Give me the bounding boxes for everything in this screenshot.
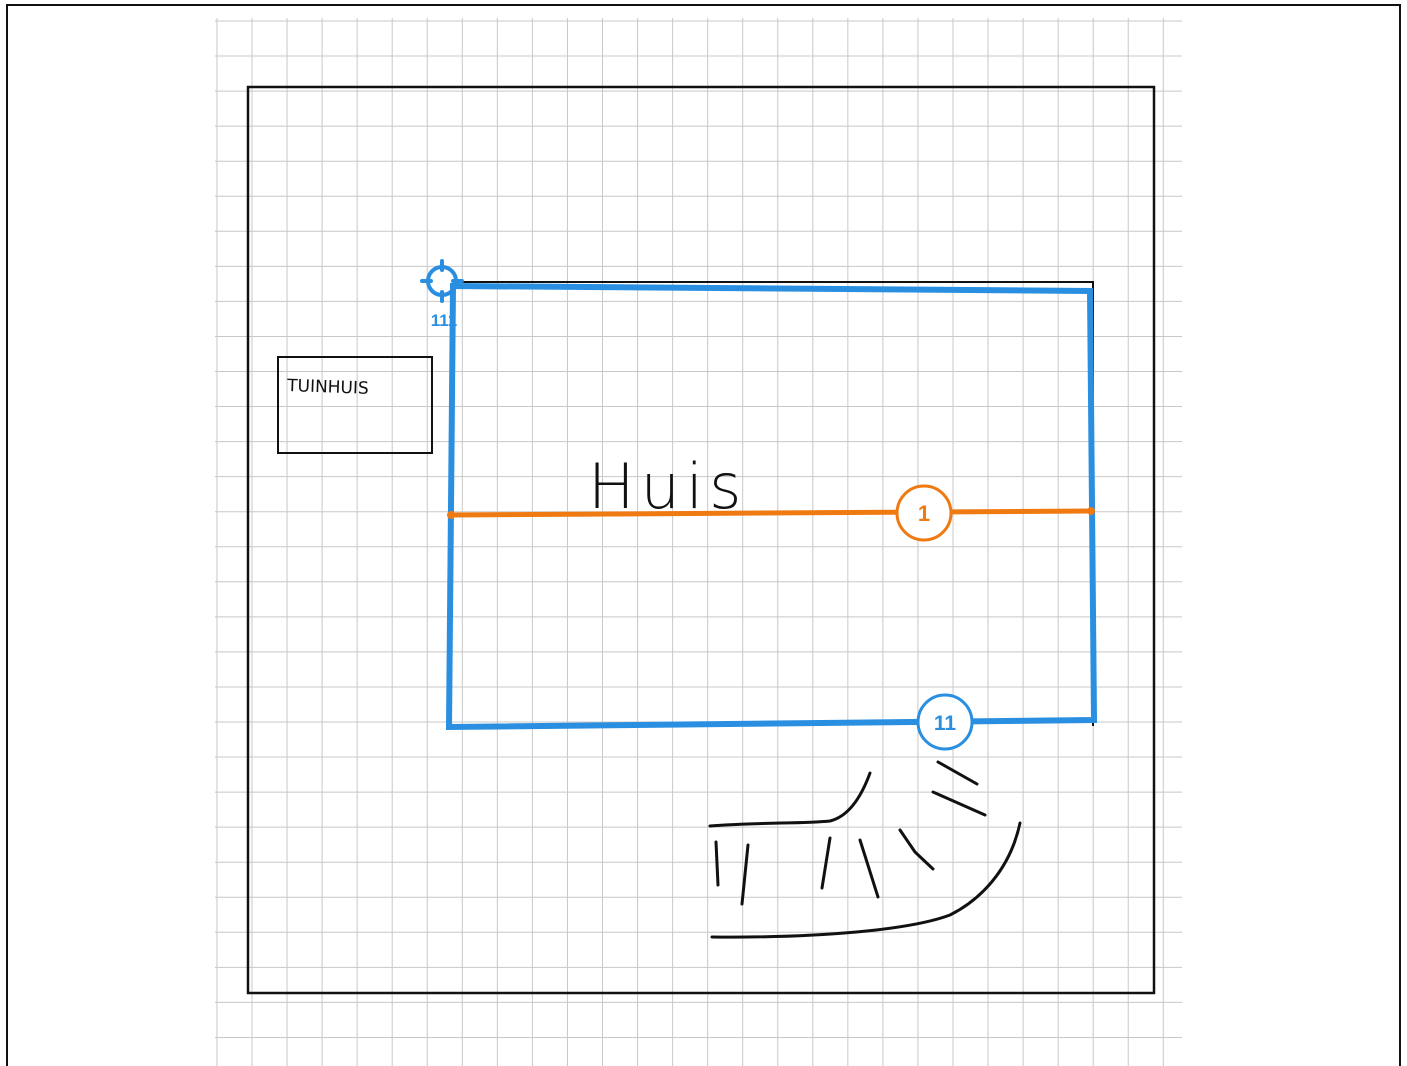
segment-1-badge-label: 1: [918, 501, 930, 526]
wall-segment-11[interactable]: [445, 282, 1098, 731]
grid-paper: [215, 18, 1182, 1066]
wall-segment-1[interactable]: [450, 508, 1092, 518]
wall-segment-1-endpoint[interactable]: [1087, 507, 1095, 515]
wall-segment-1-endpoint[interactable]: [447, 511, 455, 519]
garden-house-outline: [277, 356, 433, 454]
segment-1-badge-circle: [895, 484, 953, 542]
house-outline-sketch: [458, 281, 1094, 726]
origin-marker-label: 111: [431, 311, 458, 330]
segment-11-badge[interactable]: 11: [916, 693, 974, 751]
segment-11-badge-label: 11: [934, 712, 957, 735]
origin-marker[interactable]: 111: [420, 259, 464, 330]
crosshair-icon: [420, 259, 464, 303]
garden-house-label: TUINHUIS: [286, 376, 369, 399]
hedge-scribble: [708, 760, 1022, 939]
segment-11-badge-circle: [916, 693, 974, 751]
garden-house: TUINHUIS: [277, 356, 433, 454]
canvas-border: [6, 4, 1401, 1066]
plot-boundary: [246, 85, 1156, 995]
house-label: Huis: [588, 450, 747, 523]
segment-1-badge[interactable]: 1: [895, 484, 953, 542]
